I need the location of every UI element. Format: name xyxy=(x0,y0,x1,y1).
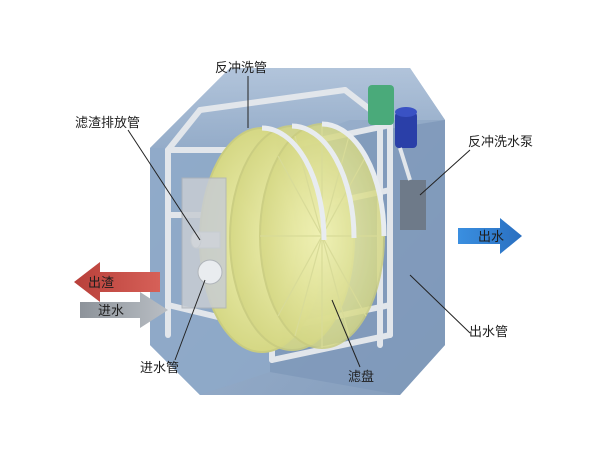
leader-lines xyxy=(127,76,471,368)
water-in-label: 进水 xyxy=(98,304,124,319)
inlet-box xyxy=(181,177,227,309)
backwash-pump-label: 反冲洗水泵 xyxy=(468,135,533,150)
backwash-pipe-label: 反冲洗管 xyxy=(215,61,267,76)
water-out-label: 出水 xyxy=(478,230,504,245)
water-in-arrow: 进水 xyxy=(80,292,168,328)
outlet-pipe-label: 出水管 xyxy=(469,325,508,340)
sludge-out-label: 出渣 xyxy=(88,276,114,291)
water-out-arrow: 出水 xyxy=(458,218,522,254)
backwash-pump xyxy=(368,85,426,230)
inlet-pipe-label: 进水管 xyxy=(140,361,179,376)
filter-disc-stack xyxy=(199,121,387,353)
sludge-out-arrow: 出渣 xyxy=(74,262,160,302)
sludge-discharge-pipe-label: 滤渣排放管 xyxy=(75,116,140,131)
filter-disc-label: 滤盘 xyxy=(348,369,374,385)
